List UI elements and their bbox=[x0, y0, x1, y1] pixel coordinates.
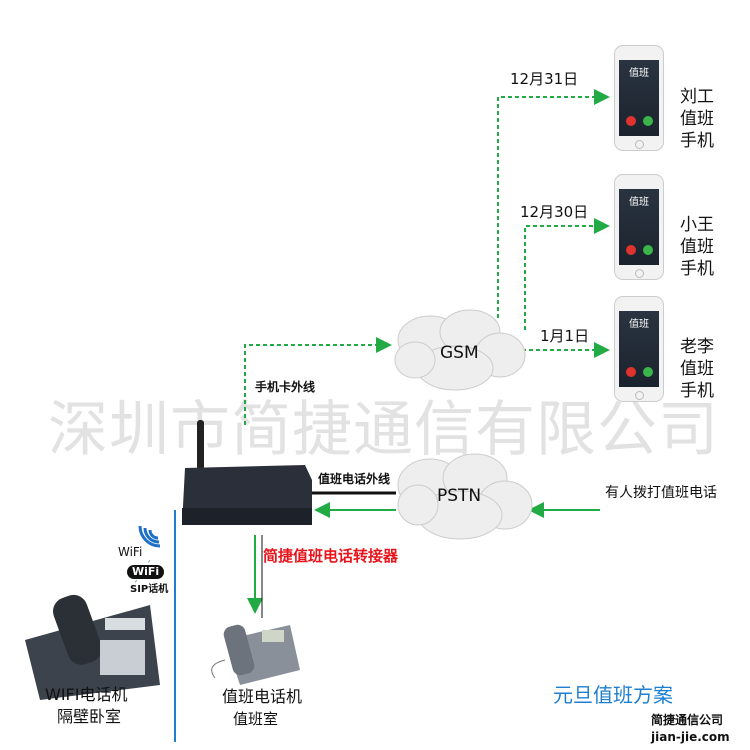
desk-phone-icon bbox=[211, 624, 300, 685]
sip-label: SIP话机 bbox=[130, 584, 169, 595]
gsm-to-phone2-line bbox=[524, 218, 610, 330]
wifi-phone-label: WIFI电话机 bbox=[45, 685, 128, 704]
pstn-label: PSTN bbox=[437, 486, 482, 506]
desk-phone-room-label: 值班室 bbox=[233, 710, 279, 728]
device-label: 简捷值班电话转接器 bbox=[263, 547, 399, 565]
date-label: 1月1日 bbox=[540, 327, 590, 345]
company-name: 简捷通信公司 bbox=[651, 713, 724, 727]
phone-screen-text: 值班 bbox=[629, 197, 649, 208]
wifi-phone-room-label: 隔壁卧室 bbox=[57, 707, 122, 726]
wifi-signal-icon bbox=[138, 525, 161, 548]
gsm-cloud bbox=[394, 309, 526, 391]
mobile-phone-icon: 值班 bbox=[614, 296, 664, 402]
company-site: jian-jie.com bbox=[651, 730, 730, 744]
watermark: 深圳市简捷通信有限公司 bbox=[48, 395, 719, 465]
plan-title: 元旦值班方案 bbox=[553, 683, 673, 707]
phone-screen-text: 值班 bbox=[629, 319, 649, 330]
phone-owner-label: 小王值班手机 bbox=[680, 215, 714, 279]
sim-to-gsm-line bbox=[244, 337, 392, 425]
wifi-label: WiFi bbox=[118, 545, 143, 559]
wifi-ip-phone-icon bbox=[25, 594, 160, 700]
router-icon bbox=[182, 420, 312, 525]
wifi-badge: WiFi bbox=[127, 565, 165, 579]
caller-label: 有人拨打值班电话 bbox=[605, 485, 717, 501]
gsm-label: GSM bbox=[440, 343, 479, 363]
desk-phone-label: 值班电话机 bbox=[222, 687, 303, 706]
pstn-cloud bbox=[397, 453, 533, 540]
phone-screen-text: 值班 bbox=[629, 68, 649, 79]
phone-owner-label: 老李值班手机 bbox=[680, 337, 714, 401]
duty-line-label: 值班电话外线 bbox=[318, 472, 391, 486]
mobile-phone-icon: 值班 bbox=[614, 45, 664, 151]
sim-line-label: 手机卡外线 bbox=[255, 380, 316, 394]
date-label: 12月31日 bbox=[510, 70, 579, 88]
date-label: 12月30日 bbox=[520, 203, 589, 221]
gsm-to-phone1-line bbox=[497, 89, 610, 318]
phone-owner-label: 刘工值班手机 bbox=[680, 87, 714, 151]
mobile-phone-icon: 值班 bbox=[614, 174, 664, 280]
